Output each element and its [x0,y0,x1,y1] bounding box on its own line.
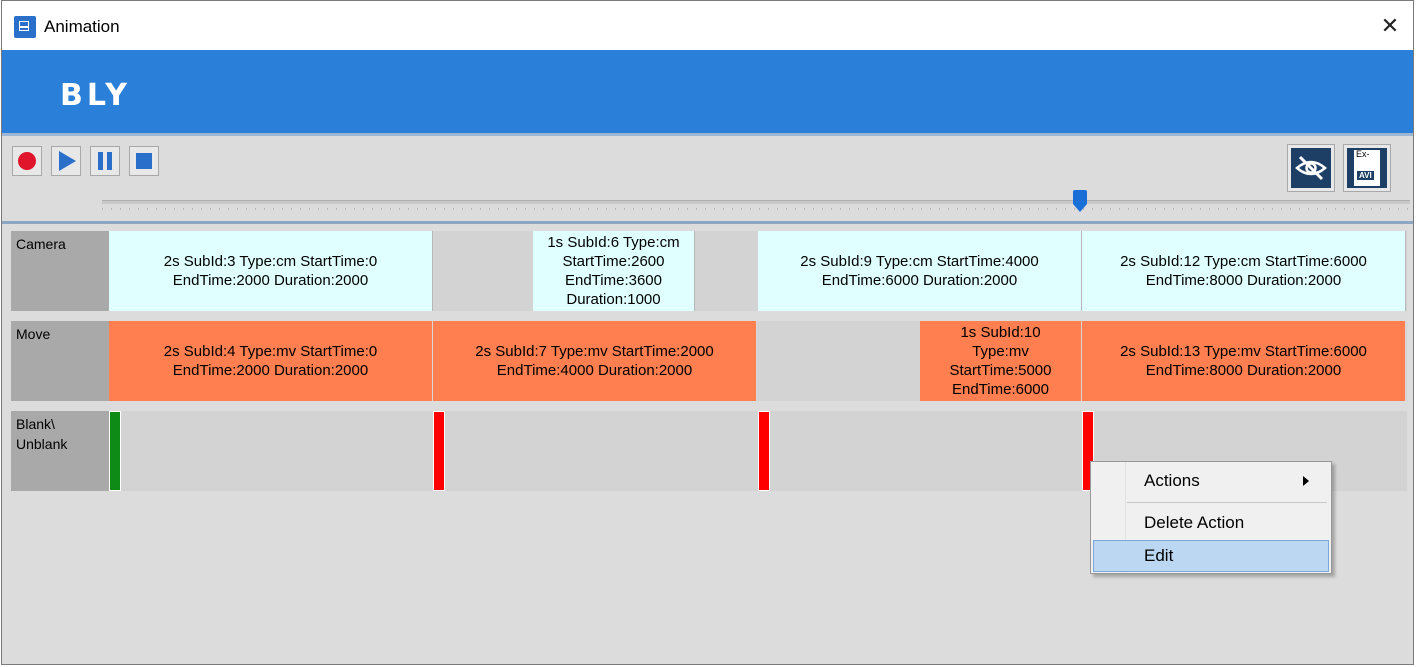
track-label-move: Move [11,321,109,401]
move-block[interactable]: 2s SubId:7 Type:mv StartTime:2000 EndTim… [433,321,757,401]
banner: BLY [2,50,1413,133]
block-text: 2s SubId:13 Type:mv StartTime:6000 EndTi… [1120,343,1367,379]
pause-icon [98,152,112,170]
track-label-blank-unblank: Blank\ Unblank [11,411,109,491]
camera-block[interactable]: 1s SubId:6 Type:cm StartTime:2600 EndTim… [533,231,695,311]
close-button[interactable]: ✕ [1367,1,1413,50]
block-text: 2s SubId:3 Type:cm StartTime:0 EndTime:2… [163,253,378,289]
track-camera: 2s SubId:3 Type:cm StartTime:0 EndTime:2… [109,231,1407,311]
timeline-slider-ticks [102,208,1410,210]
block-text: 2s SubId:9 Type:cm StartTime:4000 EndTim… [800,253,1039,289]
track-move: 2s SubId:4 Type:mv StartTime:0 EndTime:2… [109,321,1407,401]
move-block[interactable]: 2s SubId:4 Type:mv StartTime:0 EndTime:2… [109,321,433,401]
app-icon [14,16,36,38]
bly-logo: BLY [60,78,132,113]
camera-block[interactable]: 2s SubId:9 Type:cm StartTime:4000 EndTim… [758,231,1082,311]
menu-item-label: Actions [1144,471,1200,490]
menu-item-label: Edit [1144,546,1174,565]
record-icon [18,152,36,170]
camera-block[interactable]: 2s SubId:12 Type:cm StartTime:6000 EndTi… [1082,231,1406,311]
hide-button[interactable] [1287,144,1335,192]
timeline-slider-thumb[interactable] [1073,190,1087,212]
unblank-marker[interactable] [758,411,770,491]
pause-button[interactable] [90,146,120,176]
menu-item-delete-action[interactable]: Delete Action [1093,507,1329,539]
export-avi-icon: Ex- AVI [1347,148,1387,188]
menu-item-edit[interactable]: Edit [1093,540,1329,572]
export-label: Ex- [1356,149,1370,159]
hide-eye-icon [1291,148,1331,188]
context-menu: Actions Delete Action Edit [1090,461,1332,574]
timeline-panel: Camera 2s SubId:3 Type:cm StartTime:0 En… [2,221,1413,664]
blank-marker[interactable] [109,411,121,491]
move-block[interactable]: 2s SubId:13 Type:mv StartTime:6000 EndTi… [1082,321,1406,401]
block-text: 1s SubId:10 Type:mv StartTime:5000 EndTi… [949,324,1052,398]
playback-toolbar: Ex- AVI [2,133,1413,221]
timeline-slider-track[interactable] [102,200,1410,204]
stop-icon [136,153,152,169]
window-title: Animation [44,17,120,36]
title-bar: Animation ✕ [2,1,1413,50]
move-block[interactable]: 1s SubId:10 Type:mv StartTime:5000 EndTi… [920,321,1082,401]
export-avi-button[interactable]: Ex- AVI [1343,144,1391,192]
play-icon [59,151,76,171]
block-text: 2s SubId:7 Type:mv StartTime:2000 EndTim… [475,343,714,379]
menu-item-label: Delete Action [1144,513,1245,532]
camera-block[interactable]: 2s SubId:3 Type:cm StartTime:0 EndTime:2… [109,231,433,311]
close-icon: ✕ [1380,12,1400,38]
track-label-camera: Camera [11,231,109,311]
record-button[interactable] [12,146,42,176]
avi-label: AVI [1357,171,1374,180]
block-text: 2s SubId:4 Type:mv StartTime:0 EndTime:2… [163,343,378,379]
menu-separator [1127,502,1327,503]
menu-item-actions[interactable]: Actions [1093,465,1329,497]
unblank-marker[interactable] [433,411,445,491]
submenu-arrow-icon [1303,476,1309,486]
block-text: 2s SubId:12 Type:cm StartTime:6000 EndTi… [1120,253,1367,289]
play-button[interactable] [51,146,81,176]
block-text: 1s SubId:6 Type:cm StartTime:2600 EndTim… [547,234,680,308]
stop-button[interactable] [129,146,159,176]
